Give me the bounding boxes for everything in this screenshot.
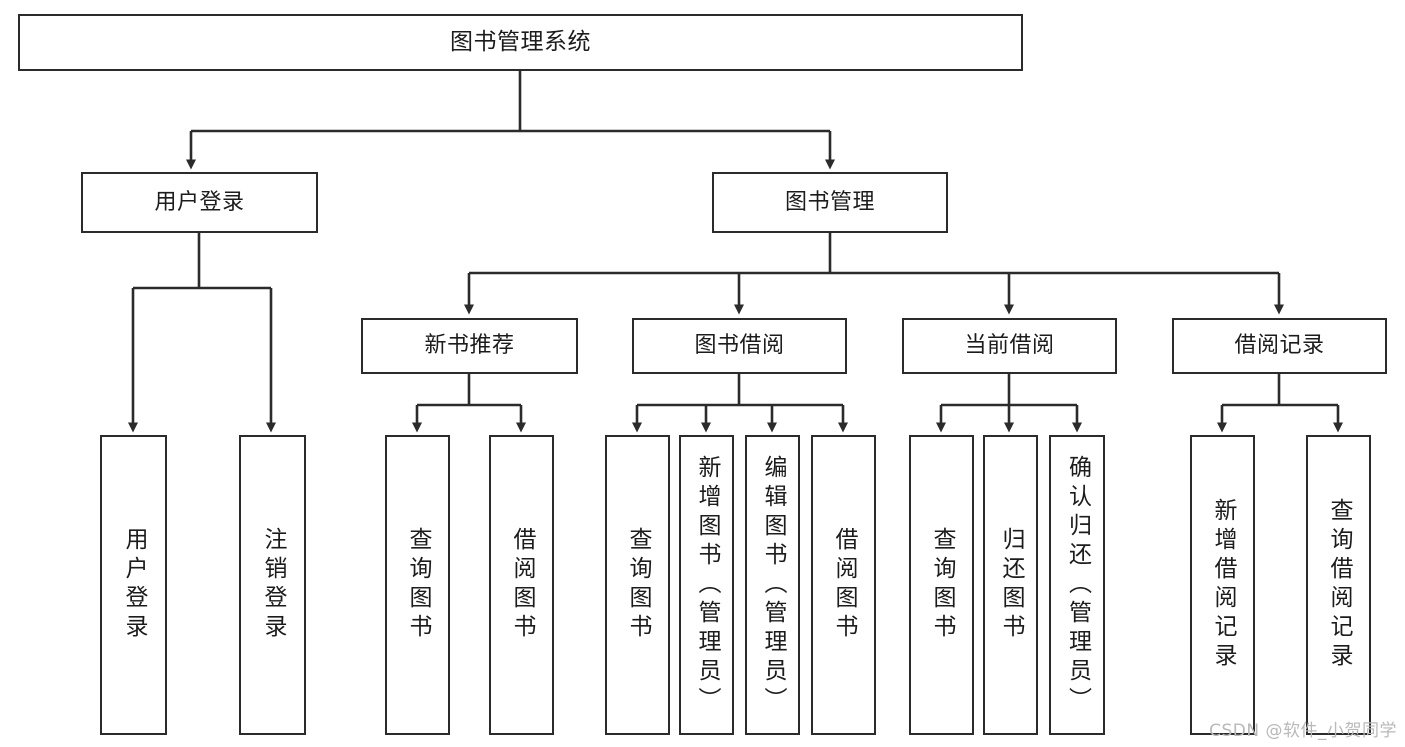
node-label: 查询图书 [929,527,955,643]
node-label: 编辑图书（管理员） [760,454,786,716]
node-book-management[interactable]: 图书管理 [712,172,948,233]
node-root-system[interactable]: 图书管理系统 [18,14,1023,71]
leaf-borrow-record-add[interactable]: 新增借阅记录 [1190,435,1255,735]
node-label: 新增图书（管理员） [694,454,720,716]
node-label: 确认归还（管理员） [1064,454,1091,716]
node-label: 当前借阅 [964,333,1055,359]
node-label: 借阅图书 [509,527,535,643]
node-label: 查询图书 [625,527,651,643]
node-label: 注销登录 [260,527,286,643]
leaf-user-login-logout[interactable]: 注销登录 [239,435,306,735]
node-label: 图书管理 [784,189,875,215]
leaf-current-borrow-return[interactable]: 归还图书 [983,435,1038,735]
csdn-watermark: CSDN @软件_小贺同学 [1209,721,1397,741]
node-label: 归还图书 [998,527,1024,643]
node-label: 借阅图书 [831,527,857,643]
node-label: 查询图书 [405,527,431,643]
node-borrow-record[interactable]: 借阅记录 [1172,318,1387,374]
leaf-book-borrow-add[interactable]: 新增图书（管理员） [679,435,734,735]
node-new-book-recommend[interactable]: 新书推荐 [361,318,578,374]
leaf-book-borrow-query[interactable]: 查询图书 [605,435,670,735]
leaf-current-borrow-confirm-return[interactable]: 确认归还（管理员） [1049,435,1105,735]
node-label: 新书推荐 [424,333,515,359]
leaf-borrow-record-query[interactable]: 查询借阅记录 [1306,435,1371,735]
node-label: 用户登录 [121,527,147,643]
leaf-new-book-query[interactable]: 查询图书 [385,435,450,735]
node-label: 查询借阅记录 [1326,498,1352,672]
node-label: 新增借阅记录 [1210,498,1236,672]
node-book-borrow[interactable]: 图书借阅 [632,318,847,374]
leaf-user-login-login[interactable]: 用户登录 [100,435,167,735]
leaf-current-borrow-query[interactable]: 查询图书 [909,435,974,735]
node-current-borrow[interactable]: 当前借阅 [902,318,1117,374]
node-label: 借阅记录 [1234,333,1325,359]
node-label: 用户登录 [154,189,245,215]
node-user-login[interactable]: 用户登录 [81,172,318,233]
leaf-book-borrow-edit[interactable]: 编辑图书（管理员） [745,435,800,735]
leaf-book-borrow-borrow[interactable]: 借阅图书 [811,435,876,735]
leaf-new-book-borrow[interactable]: 借阅图书 [489,435,554,735]
node-label: 图书借阅 [694,333,785,359]
node-label: 图书管理系统 [450,28,591,55]
